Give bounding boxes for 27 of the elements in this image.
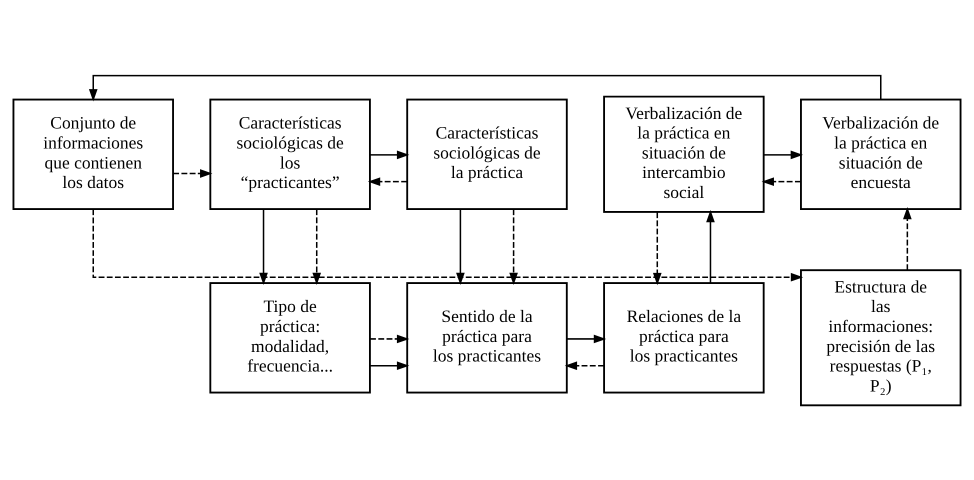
arrow	[312, 208, 322, 285]
arrow	[456, 208, 465, 285]
arrow	[567, 334, 606, 343]
arrow	[706, 209, 715, 282]
arrow	[764, 150, 804, 159]
node-box: Conjunto de informaciones que contienen los datos	[12, 98, 174, 210]
arrow	[762, 176, 801, 186]
arrow	[370, 334, 410, 343]
arrow	[509, 208, 518, 285]
arrow	[368, 176, 407, 186]
arrow	[92, 208, 804, 282]
node-box: Estructura de las informaciones: precisión de las respuestas (P₁, P₂)	[800, 268, 962, 406]
node-box: Verbalización de la práctica en situación de intercambio social	[603, 95, 765, 212]
arrow	[88, 74, 882, 102]
node-box: Características sociológicas de la práctica	[406, 98, 568, 210]
arrow	[564, 360, 604, 370]
node-box: Tipo de práctica: modalidad, frecuencia...	[209, 282, 371, 393]
node-box: Sentido de la práctica para los practicantes	[406, 282, 568, 393]
arrow	[370, 150, 410, 159]
node-box: Verbalización de la práctica en situación de encuesta	[800, 98, 962, 210]
arrow	[173, 168, 212, 178]
node-box: Relaciones de la práctica para los practicantes	[603, 282, 765, 393]
node-box: Características sociológicas de los “practicantes”	[209, 98, 371, 210]
arrow	[259, 208, 268, 285]
arrow	[370, 360, 410, 370]
arrow	[903, 206, 912, 270]
arrow	[652, 212, 662, 285]
